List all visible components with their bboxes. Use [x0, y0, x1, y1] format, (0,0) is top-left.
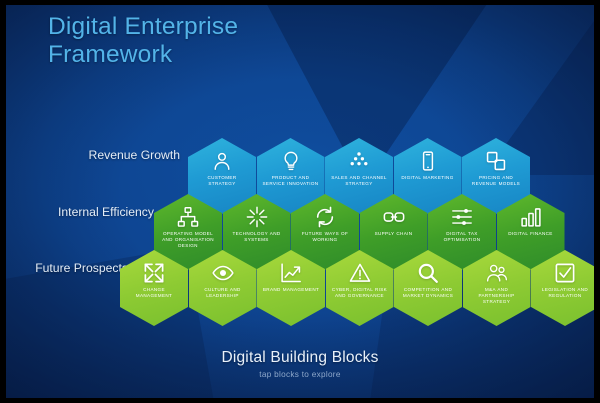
- stacked-squares-icon: [485, 150, 507, 172]
- hex-block-label: PRODUCT AND SERVICE INNOVATION: [262, 175, 319, 187]
- row-label-revenue-growth: Revenue Growth: [88, 148, 180, 162]
- smartphone-icon: [417, 150, 439, 172]
- hex-block-label: SUPPLY CHAIN: [374, 231, 413, 236]
- hex-block-label: LEGISLATION AND REGULATION: [541, 287, 589, 299]
- checkbox-icon: [554, 262, 576, 284]
- footer-title: Digital Building Blocks: [221, 349, 379, 366]
- footer-subtitle: tap blocks to explore: [259, 370, 341, 379]
- eye-icon: [211, 262, 234, 284]
- hex-block-label: TECHNOLOGY AND SYSTEMS: [232, 231, 281, 243]
- hexagon-grid: CUSTOMER STRATEGY PRODUCT AND SERVICE INN…: [6, 5, 594, 398]
- hex-block-label: COMPETITION AND MARKET DYNAMICS: [402, 287, 454, 299]
- page-title-line-2: Framework: [48, 40, 173, 68]
- hex-block-label: CULTURE AND LEADERSHIP: [204, 287, 241, 299]
- row-label-future-prospects: Future Prospects: [35, 261, 128, 275]
- hex-block-label: DIGITAL MARKETING: [401, 175, 454, 180]
- warning-triangle-icon: [349, 262, 371, 284]
- row-label-internal-efficiency: Internal Efficiency: [58, 205, 154, 219]
- hex-block-label: SALES AND CHANNEL STRATEGY: [331, 175, 387, 187]
- page-title-line-1: Digital Enterprise: [48, 13, 239, 40]
- magnifier-icon: [417, 262, 439, 284]
- hex-block-label: FUTURE WAYS OF WORKING: [301, 231, 349, 243]
- infographic-canvas: Digital Enterprise Framework Revenue Gro…: [6, 5, 594, 398]
- hex-block-label: M&A AND PARTNERSHIP STRATEGY: [478, 287, 515, 305]
- expand-arrows-icon: [143, 262, 165, 284]
- refresh-cycle-icon: [314, 206, 336, 228]
- bar-chart-icon: [520, 206, 542, 228]
- hex-block-label: PRICING AND REVENUE MODELS: [471, 175, 521, 187]
- hex-block-label: BRAND MANAGEMENT: [262, 287, 320, 292]
- hex-block-label: CHANGE MANAGEMENT: [135, 287, 173, 299]
- chain-links-icon: [383, 206, 405, 228]
- person-icon: [211, 150, 233, 172]
- lightbulb-icon: [280, 150, 302, 172]
- hex-block-label: CYBER, DIGITAL RISK AND GOVERNANCE: [331, 287, 388, 299]
- page-title: Digital Enterprise Framework: [48, 13, 238, 69]
- starburst-icon: [246, 206, 268, 228]
- hex-block-label: DIGITAL FINANCE: [508, 231, 553, 236]
- footer: Digital Building Blocks tap blocks to ex…: [6, 349, 594, 379]
- hex-block-label: DIGITAL TAX OPTIMISATION: [443, 231, 481, 243]
- growth-chart-icon: [280, 262, 302, 284]
- sliders-icon: [451, 206, 473, 228]
- org-chart-icon: [177, 206, 199, 228]
- two-people-icon: [486, 262, 508, 284]
- hex-block-label: CUSTOMER STRATEGY: [207, 175, 237, 187]
- dots-pyramid-icon: [348, 150, 370, 172]
- hex-block-label: OPERATING MODEL AND ORGANISATION DESIGN: [162, 231, 214, 249]
